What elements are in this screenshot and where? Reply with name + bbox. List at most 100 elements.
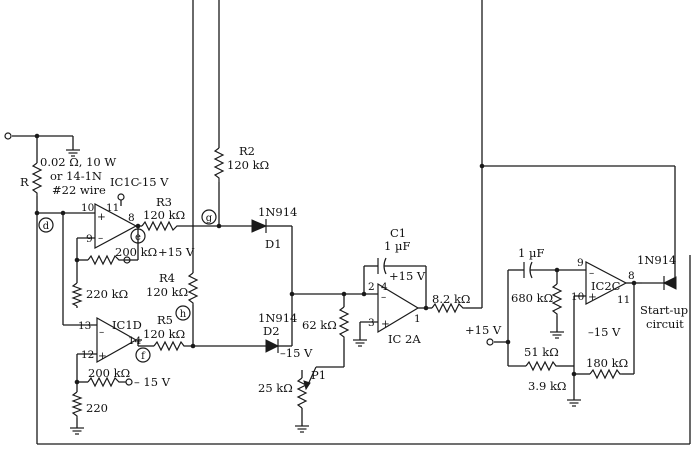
r39k-value: 3.9 kΩ [528, 379, 566, 393]
r2-name: R2 [239, 144, 255, 158]
capacitor-symbols [377, 257, 533, 279]
supply-terminal [486, 338, 494, 346]
ic1c-opamp [94, 202, 138, 250]
r4-value: 120 kΩ [146, 285, 188, 299]
ic1c-minus: – [98, 232, 103, 244]
ground-icon [550, 331, 564, 339]
r2-resistor [213, 147, 225, 182]
ground-icon [353, 339, 367, 347]
node-f-label: f [141, 351, 146, 362]
ic2c-opamp [585, 261, 628, 305]
ic1c-pin10: 10 [81, 202, 94, 214]
ic1c-pin9: 9 [86, 233, 93, 245]
ic1d-pin14: 14 [128, 335, 142, 347]
plus15-left-label: +15 V [465, 323, 502, 337]
ic2c-pin10: 10 [571, 291, 584, 303]
d1-name: D1 [265, 237, 282, 251]
c2-value: 1 µF [518, 246, 544, 260]
terminals [4, 132, 494, 386]
r4-name: R4 [159, 271, 175, 285]
ic1d-minus: – [99, 326, 104, 338]
labels: R 0.02 Ω, 10 W or 14-1N #22 wire d e f g… [20, 144, 688, 415]
ic2c-minus: – [589, 267, 594, 279]
r51k-resistor [525, 360, 558, 372]
minus15-d2-label: –15 V [280, 346, 313, 360]
ic2c-pin11: 11 [617, 294, 630, 306]
node-circles [38, 209, 217, 363]
c1-capacitor [377, 257, 387, 275]
ic2a-pin3: 3 [368, 317, 375, 329]
c1-value: 1 µF [384, 239, 410, 253]
d2-diode [265, 339, 280, 353]
shunt-name: R [20, 175, 29, 189]
ic2c-pin8: 8 [628, 270, 635, 282]
shunt-spec-1: 0.02 Ω, 10 W [40, 155, 116, 169]
pot-name: P1 [311, 368, 326, 382]
ic2c-plus: + [588, 291, 597, 303]
r680k-value: 680 kΩ [511, 291, 553, 305]
r3-resistor [141, 220, 180, 232]
ic2c-pin9: 9 [577, 257, 584, 269]
minus15-ic2c-label: –15 V [588, 325, 621, 339]
ic1c-plus: + [97, 211, 106, 223]
r220-resistor [71, 391, 83, 418]
r180k-resistor [589, 368, 622, 380]
opamp-symbols [94, 202, 628, 364]
r4-resistor [187, 272, 199, 305]
node-e-label: e [135, 232, 141, 243]
r5-value: 120 kΩ [143, 327, 185, 341]
startup-line2: circuit [646, 317, 684, 331]
ic2a-pin2: 2 [368, 281, 375, 293]
supply-terminal [117, 193, 125, 201]
d3-diode [662, 276, 677, 290]
resistor-symbols [31, 147, 622, 418]
r680k-resistor [551, 283, 563, 316]
r220-value: 220 [86, 401, 108, 415]
ground-icon [567, 399, 581, 407]
plus15-top-label: +15 V [158, 245, 195, 259]
r180k-value: 180 kΩ [586, 356, 628, 370]
ic2c-label: IC2C [591, 279, 621, 293]
ic1d-plus: + [98, 350, 107, 362]
pot-value: 25 kΩ [258, 381, 293, 395]
ic2a-pin4: 4 [381, 281, 388, 293]
r5-resistor [153, 340, 186, 352]
fb200-bottom-resistor [87, 376, 126, 388]
startup-line1: Start-up [640, 303, 688, 317]
r82k-value: 8.2 kΩ [432, 292, 470, 306]
ic2a-label: IC 2A [388, 332, 421, 346]
node-d-label: d [43, 221, 50, 232]
r51k-value: 51 kΩ [524, 345, 559, 359]
fb200-bottom-value: 200 kΩ [88, 366, 130, 380]
r220k-value: 220 kΩ [86, 287, 128, 301]
d2-name: D2 [263, 324, 280, 338]
r5-name: R5 [157, 313, 173, 327]
d1-diode [251, 219, 276, 233]
input-terminal [4, 132, 12, 140]
ic2a-minus: – [381, 291, 386, 303]
fb200-top-resistor [87, 254, 124, 266]
d3-type: 1N914 [637, 253, 676, 267]
ic1c-pin8: 8 [128, 212, 135, 224]
ic2a-opamp [377, 282, 420, 334]
ground-icon [70, 427, 84, 435]
node-h-label: h [180, 309, 187, 320]
ground-symbols [66, 149, 581, 435]
r220k-resistor [71, 282, 83, 307]
wires [12, 0, 691, 445]
c2-capacitor [523, 261, 533, 279]
ic2a-plus: + [381, 318, 390, 330]
shunt-spec-3: #22 wire [52, 183, 106, 197]
ground-icon [295, 425, 309, 433]
ic1d-opamp [96, 316, 138, 364]
r62k-value: 62 kΩ [302, 318, 337, 332]
d2-type: 1N914 [258, 311, 297, 325]
r3-value: 120 kΩ [143, 208, 185, 222]
ic1c-pin11: 11 [106, 202, 119, 214]
d1-type: 1N914 [258, 205, 297, 219]
r2-value: 120 kΩ [227, 158, 269, 172]
r62k-resistor [338, 306, 350, 339]
ic1c-supply-label: -15 V [138, 175, 169, 189]
